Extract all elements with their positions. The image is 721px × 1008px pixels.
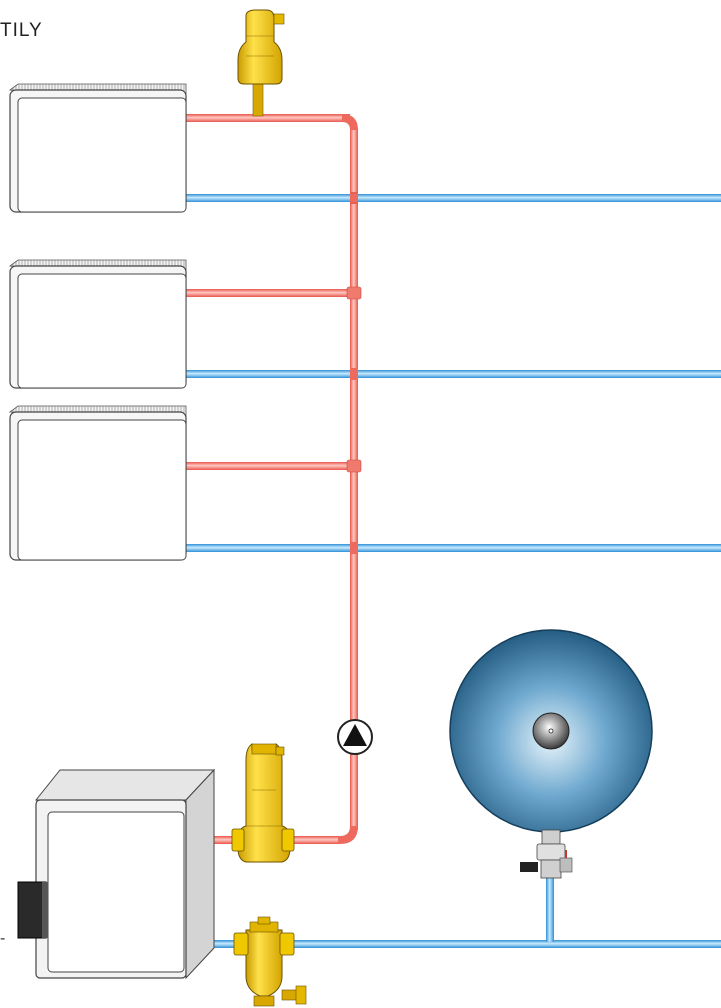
- supply-pipes: [186, 114, 362, 844]
- vessel-connection-pipe: [546, 876, 554, 942]
- diagram-caption: TILY: [0, 20, 43, 41]
- circulation-pump: [337, 719, 373, 755]
- supply-riser-corner-top: [342, 114, 358, 134]
- return-pipes: [186, 192, 721, 948]
- expansion-vessel: [449, 629, 653, 879]
- air-separator-boiler: [231, 743, 295, 863]
- return-pipe-middle: [186, 370, 721, 378]
- supply-branch-middle: [186, 289, 352, 297]
- tee-middle: [346, 286, 362, 300]
- radiator-bottom: [8, 405, 187, 561]
- boiler: [17, 768, 216, 980]
- burner: [17, 881, 47, 939]
- return-pipe-top: [186, 194, 721, 202]
- supply-branch-bottom: [186, 462, 352, 470]
- tee-bottom: [346, 459, 362, 473]
- air-vent-top: [237, 9, 285, 117]
- side-mark: -: [0, 930, 6, 947]
- dirt-separator-return: [233, 916, 307, 1007]
- supply-riser: [350, 130, 358, 830]
- radiator-middle: [8, 259, 187, 389]
- return-pipe-boiler: [186, 940, 721, 948]
- supply-riser-corner-bottom: [336, 826, 358, 844]
- return-pipe-bottom: [186, 544, 721, 552]
- supply-pipe-top: [186, 114, 350, 122]
- radiator-top: [8, 83, 187, 213]
